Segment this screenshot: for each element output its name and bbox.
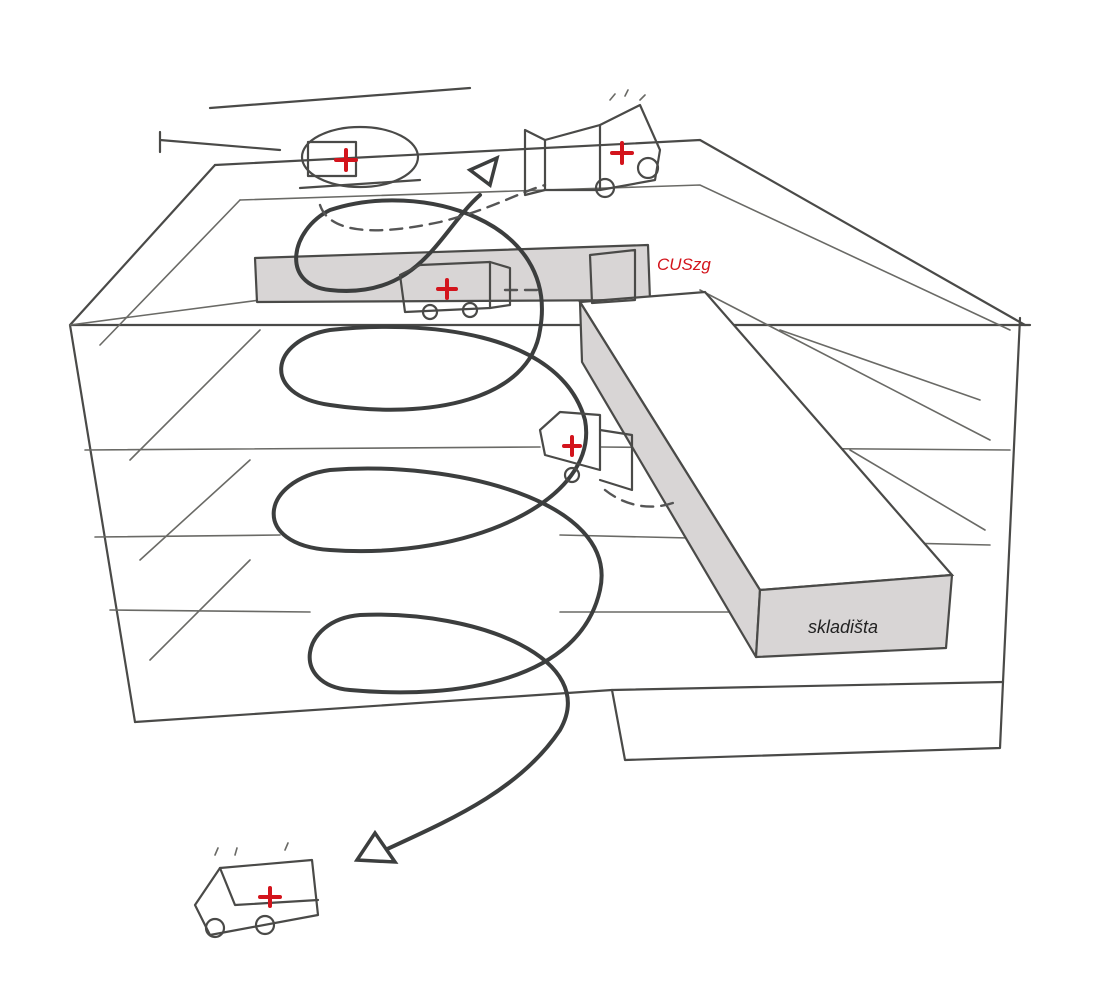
storage-label: skladišta <box>808 617 879 637</box>
building-outline <box>68 138 1032 762</box>
arrow-head-top <box>466 154 500 188</box>
ambulance-icon-cus <box>398 248 637 321</box>
storage-block <box>578 290 955 659</box>
spiral-ramp <box>271 193 604 852</box>
ambulance-icon-bottom <box>193 842 320 939</box>
ambulance-icon-top <box>523 89 662 199</box>
hospital-label: CUSzg <box>657 255 711 274</box>
ambulance-icon-storage <box>538 410 634 492</box>
arrow-head-bottom <box>353 829 399 864</box>
dashed-path-storage <box>603 488 682 508</box>
helicopter-icon <box>158 86 472 190</box>
dashed-path-heli <box>318 183 547 232</box>
